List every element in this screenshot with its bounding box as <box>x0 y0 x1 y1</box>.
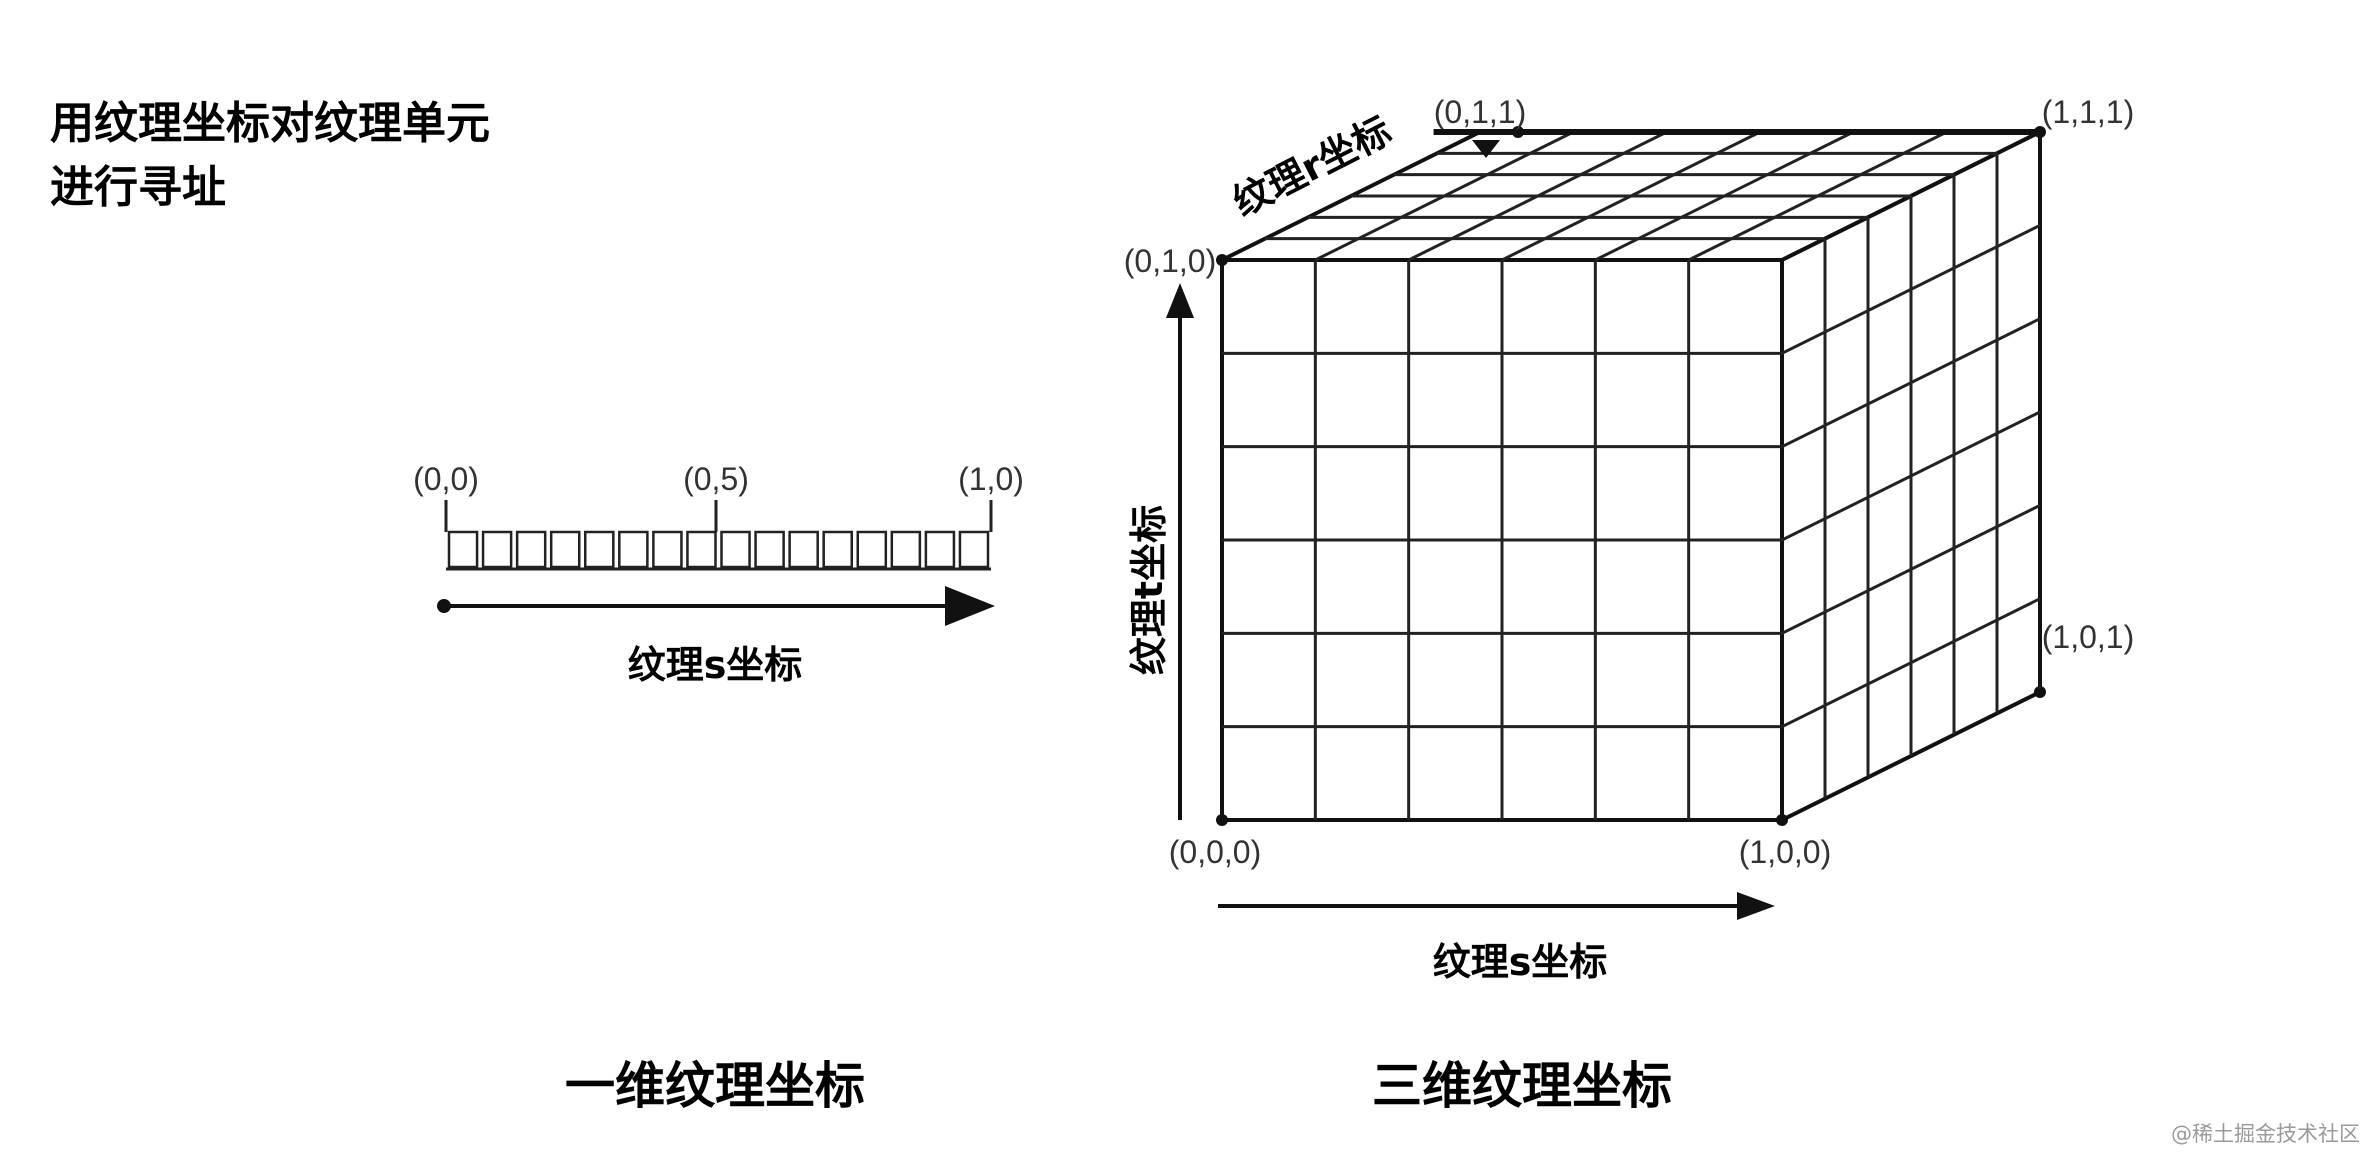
texel-cell <box>549 530 581 569</box>
r-axis-arrowhead <box>1472 140 1500 158</box>
coord-label-1-1-1: (1,1,1) <box>2042 94 2134 130</box>
header-line-2: 进行寻址 <box>50 162 226 213</box>
coord-label-0-0-0: (0,0,0) <box>1169 834 1261 870</box>
coord-label-0-0: (0,0) <box>413 461 479 497</box>
texel-strip <box>446 530 991 571</box>
texel-cell <box>924 530 956 569</box>
texel-cell <box>958 530 990 569</box>
s-axis-label: 纹理s坐标 <box>628 643 803 687</box>
three-d-caption: 三维纹理坐标 <box>1372 1057 1672 1115</box>
watermark: @稀土掘金技术社区 <box>2171 1122 2360 1146</box>
texel-cell <box>686 530 717 569</box>
s-axis-3d-arrowhead <box>1737 892 1775 920</box>
texel-cell <box>720 530 751 569</box>
corner-dot-0-1-0 <box>1216 254 1228 266</box>
coord-label-0-5: (0,5) <box>683 461 749 497</box>
texel-cell <box>515 530 547 569</box>
coord-label-1-0: (1,0) <box>958 461 1024 497</box>
texel-cell <box>890 530 922 569</box>
texel-cell <box>788 530 819 569</box>
coord-label-0-1-1: (0,1,1) <box>1434 94 1526 130</box>
texture-cube <box>1216 126 2046 826</box>
texel-cell <box>822 530 853 569</box>
s-axis-3d-label: 纹理s坐标 <box>1433 940 1608 984</box>
texel-cell <box>754 530 785 569</box>
texel-cell <box>618 530 649 569</box>
corner-dot-0-0-0 <box>1216 814 1228 826</box>
corner-dot-1-1-1 <box>2034 126 2046 138</box>
texel-cell <box>584 530 615 569</box>
coord-label-1-0-0: (1,0,0) <box>1739 834 1831 870</box>
texel-cell <box>856 530 888 569</box>
three-d-diagram: 纹理t坐标 纹理s坐标 纹理r坐标 (0,1,0) (0,1,1) (1,1,1… <box>1124 94 2134 1115</box>
corner-dot-1-0-0 <box>1776 814 1788 826</box>
s-axis-arrowhead <box>945 586 995 626</box>
texel-cell <box>652 530 683 569</box>
header-line-1: 用纹理坐标对纹理单元 <box>50 98 490 149</box>
one-d-diagram: (0,0) (0,5) (1,0) 纹理s坐标 一维纹理坐标 <box>413 461 1024 1115</box>
corner-dot-1-0-1 <box>2034 686 2046 698</box>
coord-label-1-0-1: (1,0,1) <box>2042 619 2134 655</box>
coord-label-0-1-0: (0,1,0) <box>1124 243 1216 279</box>
texel-cell <box>447 530 479 569</box>
corner-dot-0-1-1 <box>1512 126 1524 138</box>
side-grid-horizontal <box>1781 597 2041 729</box>
texel-cell <box>481 530 513 569</box>
t-axis-label: 纹理t坐标 <box>1127 505 1171 675</box>
t-axis-arrowhead <box>1166 283 1194 318</box>
one-d-caption: 一维纹理坐标 <box>565 1057 865 1115</box>
